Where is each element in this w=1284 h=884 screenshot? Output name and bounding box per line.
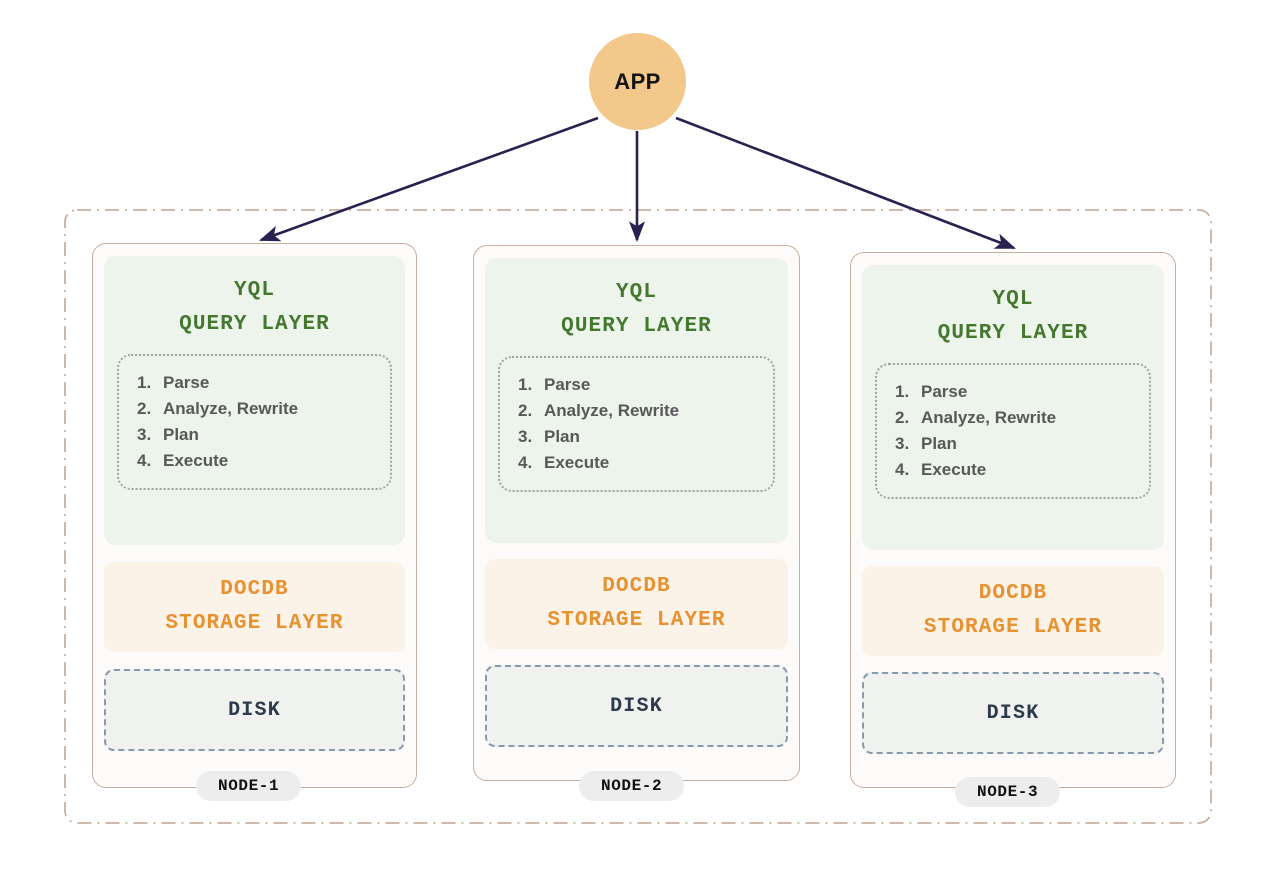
yql-step-item: 4. Execute xyxy=(137,448,384,474)
disk-title-1: DISK xyxy=(228,698,281,722)
disk-block-3: DISK xyxy=(862,672,1164,754)
yql-step-label: Plan xyxy=(921,434,957,454)
yql-step-item: 2. Analyze, Rewrite xyxy=(137,396,384,422)
node-badge-2: NODE-2 xyxy=(579,771,685,801)
yql-step-number: 4. xyxy=(137,451,152,471)
disk-block-1: DISK xyxy=(104,669,405,751)
yql-steps-list-2: 1. Parse 2. Analyze, Rewrite 3. Plan 4 xyxy=(518,372,767,476)
yql-title-3: YQL QUERY LAYER xyxy=(937,288,1089,346)
docdb-title-1: DOCDB STORAGE LAYER xyxy=(165,577,344,635)
yql-step-item: 2. Analyze, Rewrite xyxy=(895,405,1143,431)
yql-step-item: 3. Plan xyxy=(518,424,767,450)
node-card-3-inner: YQL QUERY LAYER 1. Parse 2. Analyze, Rew… xyxy=(851,253,1175,787)
yql-step-item: 1. Parse xyxy=(518,372,767,398)
node-badge-3: NODE-3 xyxy=(955,777,1061,807)
yql-step-number: 3. xyxy=(895,434,910,454)
yql-title-1: YQL QUERY LAYER xyxy=(179,279,330,337)
yql-step-number: 3. xyxy=(518,427,533,447)
yql-step-item: 3. Plan xyxy=(895,431,1143,457)
node-badge-1: NODE-1 xyxy=(196,771,302,801)
yql-step-number: 1. xyxy=(895,382,910,402)
yql-step-number: 4. xyxy=(518,453,533,473)
yql-step-number: 2. xyxy=(137,399,152,419)
docdb-title-3: DOCDB STORAGE LAYER xyxy=(923,581,1103,639)
yql-steps-list-1: 1. Parse 2. Analyze, Rewrite 3. Plan 4 xyxy=(137,370,384,474)
yql-step-label: Plan xyxy=(544,427,580,447)
node-card-1[interactable]: YQL QUERY LAYER 1. Parse 2. Analyze, Rew… xyxy=(92,243,417,788)
yql-title-2: YQL QUERY LAYER xyxy=(561,281,712,339)
yql-step-label: Analyze, Rewrite xyxy=(163,399,299,419)
yql-step-label: Execute xyxy=(544,453,610,473)
yql-step-number: 3. xyxy=(137,425,152,445)
yql-step-number: 2. xyxy=(518,401,533,421)
docdb-storage-layer-2: DOCDB STORAGE LAYER xyxy=(485,559,788,649)
node-card-1-inner: YQL QUERY LAYER 1. Parse 2. Analyze, Rew… xyxy=(93,244,416,787)
yql-steps-box-2: 1. Parse 2. Analyze, Rewrite 3. Plan 4 xyxy=(498,356,775,493)
yql-step-item: 1. Parse xyxy=(137,370,384,396)
yql-step-item: 2. Analyze, Rewrite xyxy=(518,398,767,424)
node-badge-1-label: NODE-1 xyxy=(218,777,280,795)
yql-step-number: 1. xyxy=(518,375,533,395)
node-card-2-inner: YQL QUERY LAYER 1. Parse 2. Analyze, Rew… xyxy=(474,246,799,780)
yql-steps-list-3: 1. Parse 2. Analyze, Rewrite 3. Plan 4 xyxy=(895,379,1143,483)
app-node[interactable]: APP xyxy=(589,33,686,130)
yql-step-label: Analyze, Rewrite xyxy=(921,408,1057,428)
yql-query-layer-3: YQL QUERY LAYER 1. Parse 2. Analyze, Rew… xyxy=(862,265,1164,550)
yql-step-label: Parse xyxy=(544,375,591,395)
yql-query-layer-1: YQL QUERY LAYER 1. Parse 2. Analyze, Rew… xyxy=(104,256,405,545)
disk-block-2: DISK xyxy=(485,665,788,747)
yql-step-item: 1. Parse xyxy=(895,379,1143,405)
yql-step-number: 1. xyxy=(137,373,152,393)
yql-steps-box-1: 1. Parse 2. Analyze, Rewrite 3. Plan 4 xyxy=(117,354,392,491)
yql-step-label: Parse xyxy=(163,373,210,393)
yql-step-label: Parse xyxy=(921,382,968,402)
node-badge-3-label: NODE-3 xyxy=(977,783,1039,801)
yql-step-label: Plan xyxy=(163,425,199,445)
docdb-storage-layer-3: DOCDB STORAGE LAYER xyxy=(862,566,1164,656)
disk-title-2: DISK xyxy=(610,694,663,718)
yql-step-number: 4. xyxy=(895,460,910,480)
app-node-label: APP xyxy=(614,68,661,94)
node-card-2[interactable]: YQL QUERY LAYER 1. Parse 2. Analyze, Rew… xyxy=(473,245,800,781)
docdb-title-2: DOCDB STORAGE LAYER xyxy=(547,574,726,632)
docdb-storage-layer-1: DOCDB STORAGE LAYER xyxy=(104,562,405,652)
yql-query-layer-2: YQL QUERY LAYER 1. Parse 2. Analyze, Rew… xyxy=(485,258,788,543)
node-badge-2-label: NODE-2 xyxy=(601,777,663,795)
yql-step-label: Execute xyxy=(163,451,229,471)
yql-step-label: Analyze, Rewrite xyxy=(544,401,680,421)
yql-step-label: Execute xyxy=(921,460,987,480)
yql-step-number: 2. xyxy=(895,408,910,428)
disk-title-3: DISK xyxy=(986,701,1040,725)
node-card-3[interactable]: YQL QUERY LAYER 1. Parse 2. Analyze, Rew… xyxy=(850,252,1176,788)
yql-steps-box-3: 1. Parse 2. Analyze, Rewrite 3. Plan 4 xyxy=(875,363,1151,500)
yql-step-item: 4. Execute xyxy=(895,457,1143,483)
yql-step-item: 3. Plan xyxy=(137,422,384,448)
yql-step-item: 4. Execute xyxy=(518,450,767,476)
